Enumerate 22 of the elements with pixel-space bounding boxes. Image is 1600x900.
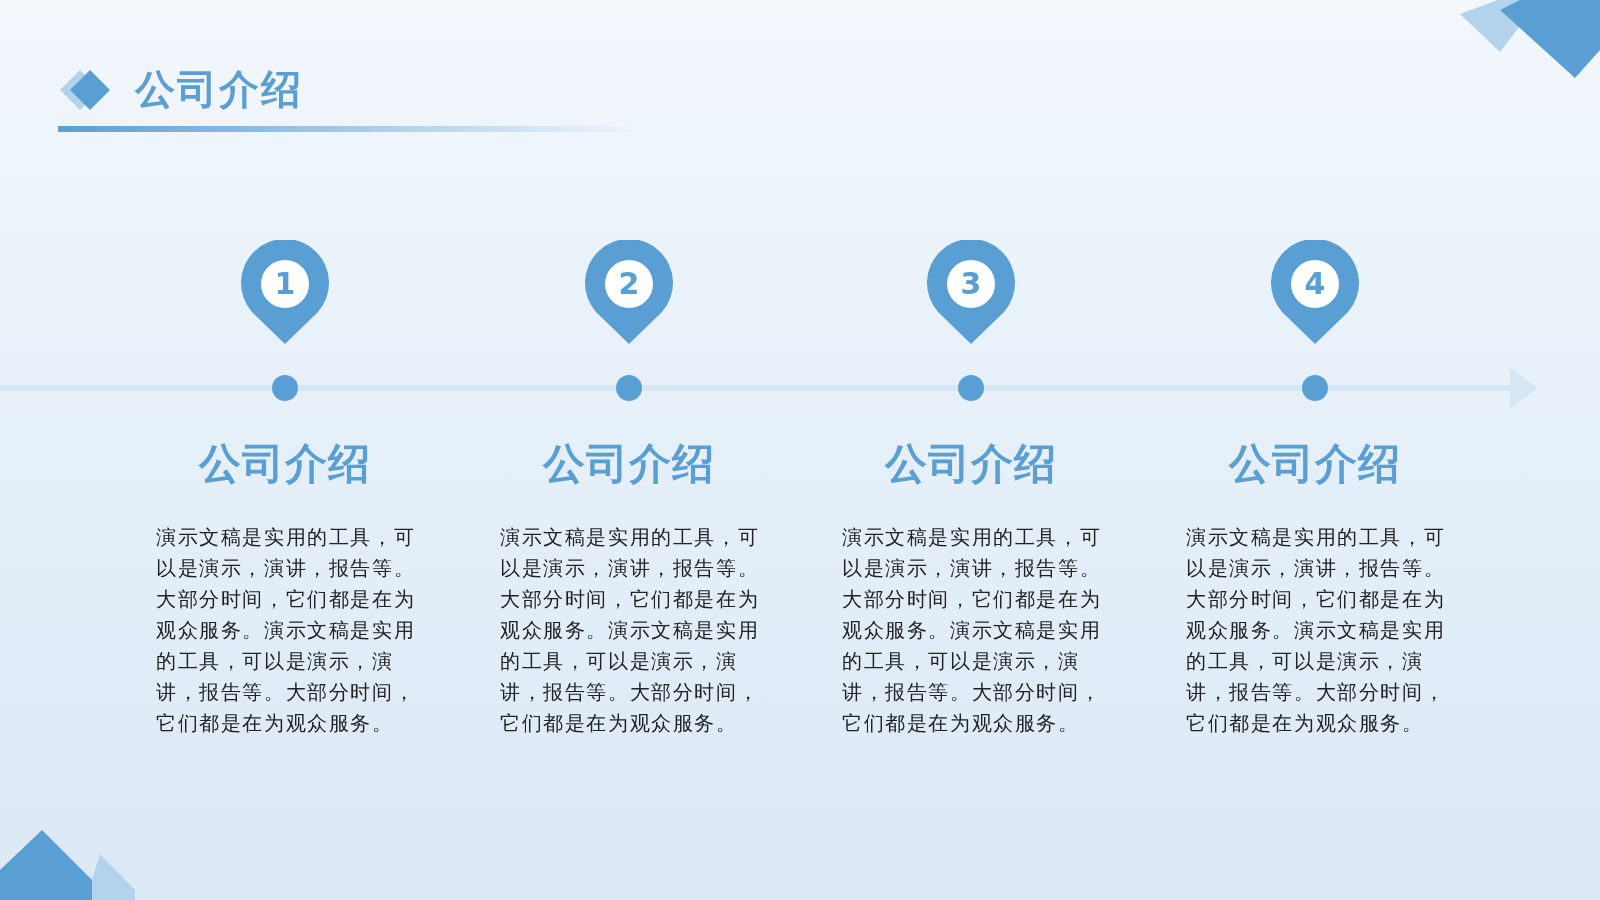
section-heading: 公司介绍 [541, 438, 716, 490]
timeline-dot [272, 375, 298, 401]
location-pin [584, 240, 674, 346]
step-number: 4 [1303, 265, 1327, 303]
timeline-dot [958, 375, 984, 401]
location-pin [926, 240, 1016, 346]
description-text: 演示文稿是实用的工具，可以是演示，演讲，报告等。大部分时间，它们都是在为观众服务。演示文稿是实用的工具，可以是演示，演讲，报告等。大部分时间，它们都是在为观众服务。 [156, 524, 417, 737]
description-text: 演示文稿是实用的工具，可以是演示，演讲，报告等。大部分时间，它们都是在为观众服务。演示文稿是实用的工具，可以是演示，演讲，报告等。大部分时间，它们都是在为观众服务。 [500, 524, 761, 737]
step-number: 2 [617, 265, 641, 303]
step-number: 3 [959, 265, 983, 303]
section-heading: 公司介绍 [1227, 438, 1402, 490]
slide-title: 公司介绍 [135, 65, 303, 114]
description-text: 演示文稿是实用的工具，可以是演示，演讲，报告等。大部分时间，它们都是在为观众服务。演示文稿是实用的工具，可以是演示，演讲，报告等。大部分时间，它们都是在为观众服务。 [842, 524, 1103, 737]
location-pin [240, 240, 330, 346]
step-number: 1 [273, 265, 297, 303]
section-heading: 公司介绍 [883, 438, 1058, 490]
timeline-dot [1302, 375, 1328, 401]
timeline-arrow [1328, 368, 1538, 408]
location-pin [1270, 240, 1360, 346]
timeline-dot [616, 375, 642, 401]
description-text: 演示文稿是实用的工具，可以是演示，演讲，报告等。大部分时间，它们都是在为观众服务。演示文稿是实用的工具，可以是演示，演讲，报告等。大部分时间，它们都是在为观众服务。 [1186, 524, 1447, 737]
section-heading: 公司介绍 [197, 438, 372, 490]
